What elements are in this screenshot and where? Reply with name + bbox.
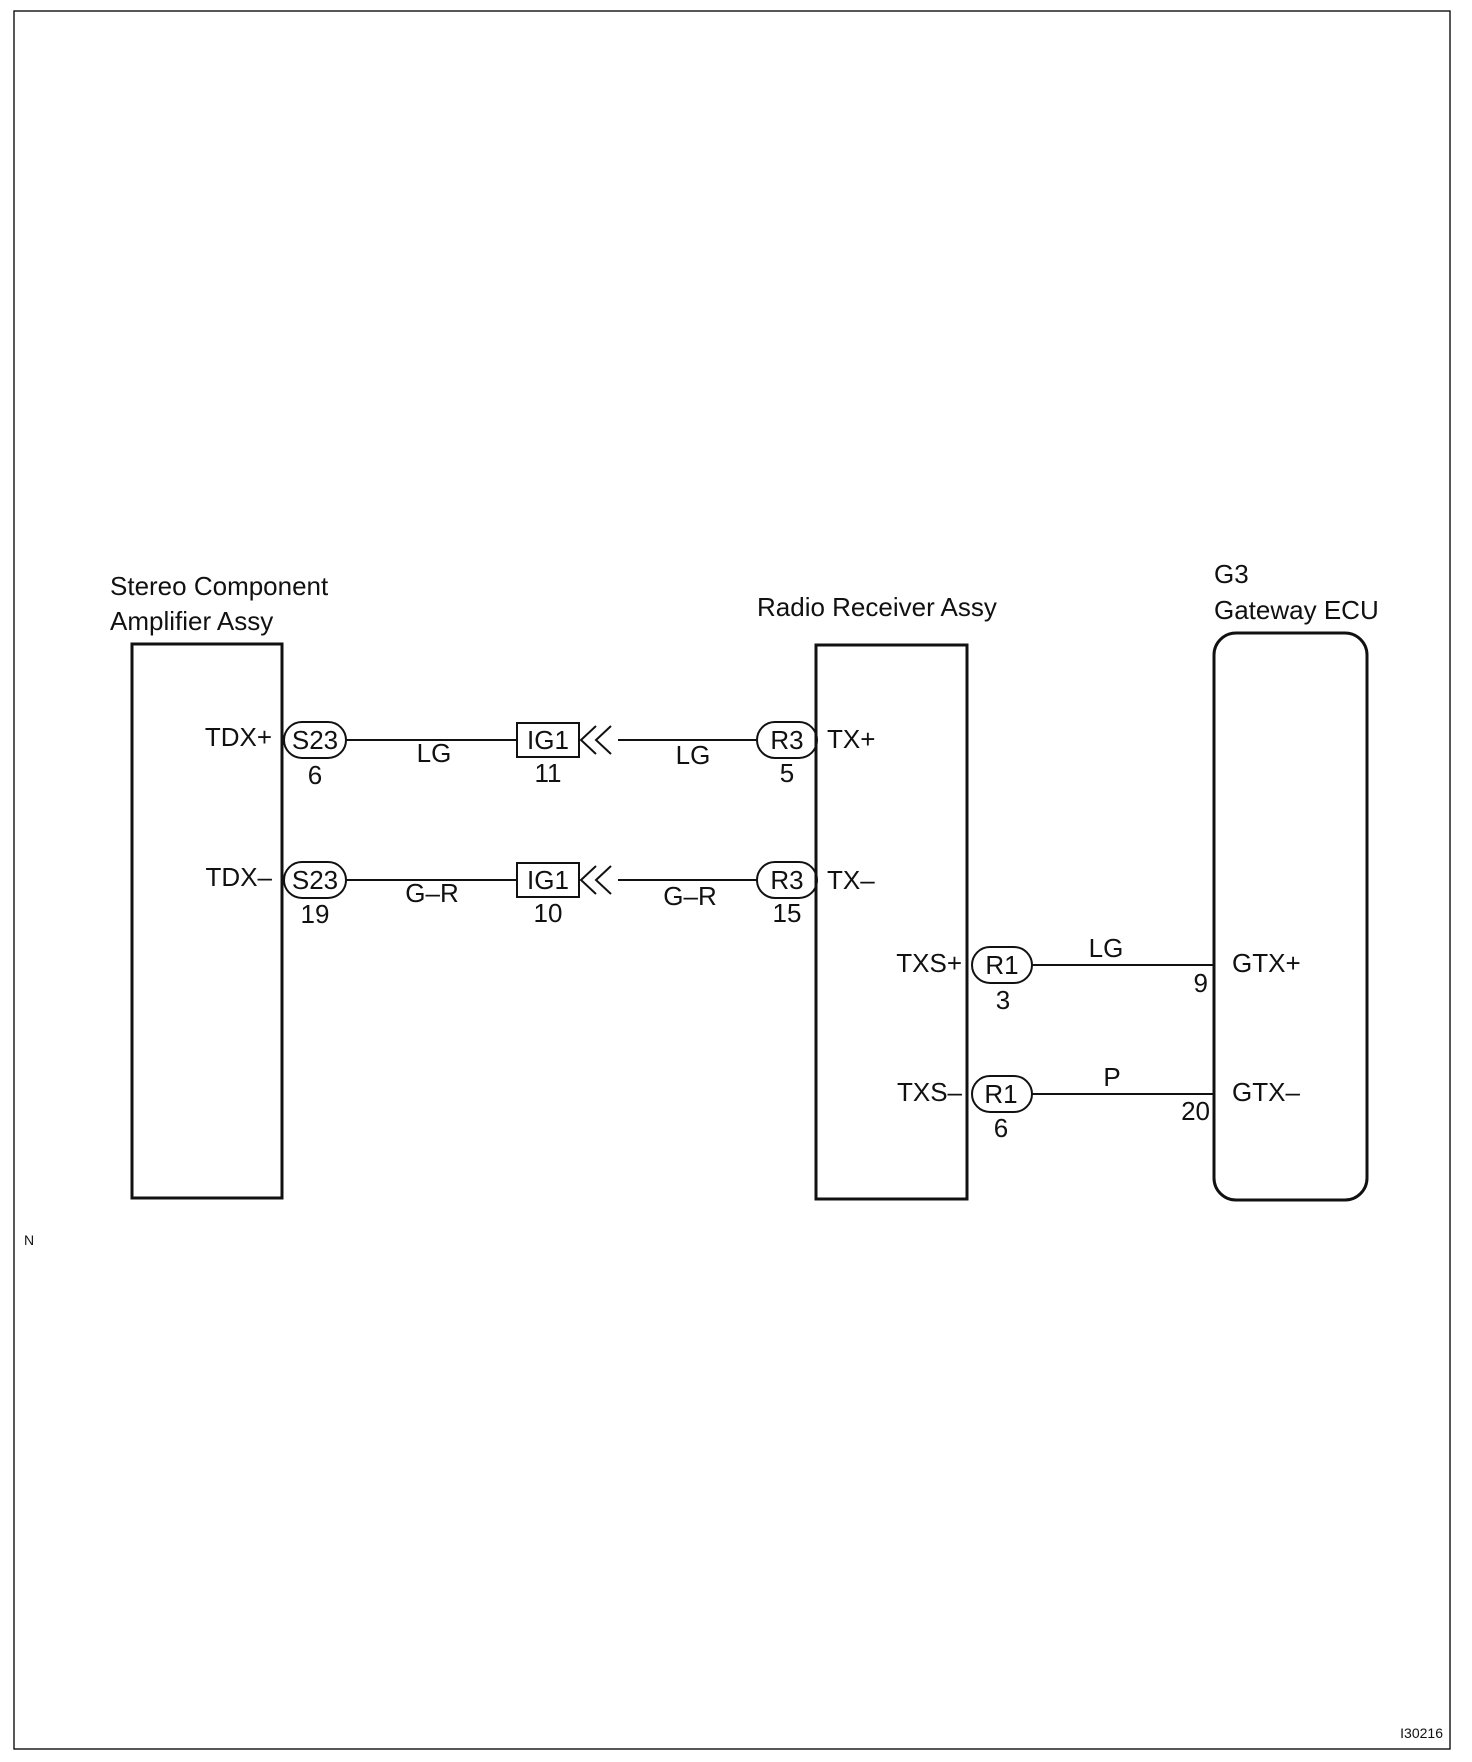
connector-s23-label: S23: [292, 725, 338, 755]
pin-g3-9: 9: [1194, 968, 1208, 998]
gateway-ecu-box: [1212, 631, 1369, 1202]
connector-ig1-label: IG1: [527, 865, 569, 895]
wire-color-lg: LG: [1089, 933, 1124, 963]
amplifier-title-line2: Amplifier Assy: [110, 606, 273, 636]
connector-r3-label: R3: [770, 865, 803, 895]
pin-s23-19: 19: [301, 899, 330, 929]
pin-s23-6: 6: [308, 760, 322, 790]
terminal-tdx-plus: TDX+: [205, 722, 272, 752]
connector-s23-pin6: [283, 721, 347, 759]
pin-ig1-11: 11: [535, 758, 562, 788]
amplifier-box: [130, 642, 284, 1200]
terminal-txs-plus: TXS+: [896, 948, 962, 978]
terminal-tx-plus: TX+: [827, 724, 875, 754]
figure-id: I30216: [1400, 1725, 1443, 1741]
radio-receiver-title: Radio Receiver Assy: [757, 592, 997, 622]
terminal-tdx-minus: TDX–: [206, 862, 273, 892]
connector-ig1-pin11: [516, 722, 580, 758]
gateway-code: G3: [1214, 559, 1249, 589]
connector-r1-label: R1: [985, 950, 1018, 980]
connector-r1-pin3: [971, 946, 1033, 984]
terminal-gtx-minus: GTX–: [1232, 1077, 1300, 1107]
terminal-tx-minus: TX–: [827, 865, 875, 895]
terminal-gtx-plus: GTX+: [1232, 948, 1301, 978]
connector-r3-pin5: [756, 721, 818, 759]
connector-s23-label: S23: [292, 865, 338, 895]
inline-chevron: [579, 725, 612, 755]
wire-color-p: P: [1103, 1062, 1120, 1092]
inline-chevron: [579, 865, 612, 895]
gateway-title: Gateway ECU: [1214, 595, 1379, 625]
pin-r1-6: 6: [994, 1113, 1008, 1143]
amplifier-title-line1: Stereo Component: [110, 571, 329, 601]
connector-ig1-label: IG1: [527, 725, 569, 755]
pin-ig1-10: 10: [534, 898, 563, 928]
wire-color-g-r: G–R: [405, 878, 458, 908]
terminal-txs-minus: TXS–: [897, 1077, 963, 1107]
connector-r1-label: R1: [984, 1079, 1017, 1109]
page-frame: [13, 10, 1451, 1750]
pin-r1-3: 3: [996, 985, 1010, 1015]
wire-color-lg: LG: [676, 740, 711, 770]
connector-s23-pin19: [283, 861, 347, 899]
radio-receiver-box: [814, 643, 969, 1201]
margin-mark: N: [24, 1232, 34, 1248]
connector-ig1-pin10: [516, 862, 580, 898]
pin-r3-15: 15: [773, 898, 802, 928]
connector-r3-label: R3: [770, 725, 803, 755]
pin-g3-20: 20: [1181, 1096, 1210, 1126]
wire-color-g-r: G–R: [663, 881, 716, 911]
pin-r3-5: 5: [780, 758, 794, 788]
connector-r3-pin15: [756, 861, 818, 899]
wire-color-lg: LG: [417, 738, 452, 768]
connector-r1-pin6: [971, 1075, 1033, 1113]
